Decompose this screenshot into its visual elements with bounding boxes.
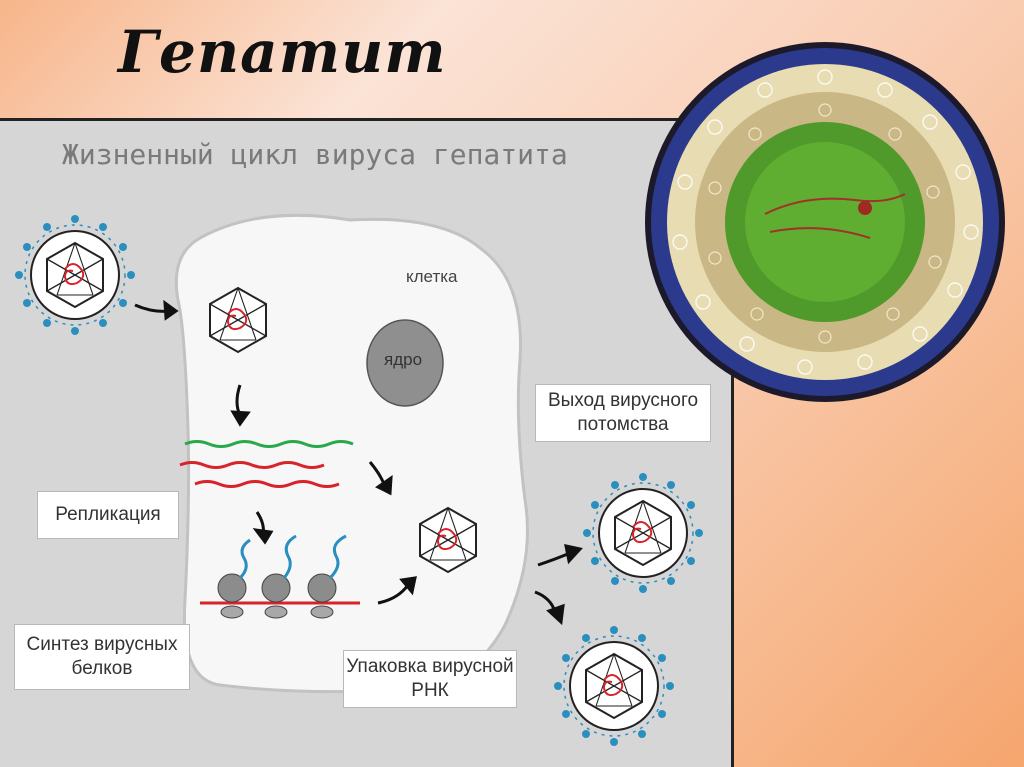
cell-membrane xyxy=(174,213,529,694)
rna-strand-red xyxy=(194,480,340,488)
ribosome xyxy=(217,538,251,619)
rna-strand-red xyxy=(179,461,325,469)
protein-synthesis-label: Синтез вирусных белков xyxy=(14,624,190,690)
incoming-virion xyxy=(15,215,135,335)
rna-strand-green xyxy=(184,440,354,448)
process-arrows xyxy=(134,299,583,626)
ribosome xyxy=(261,534,297,619)
nucleus xyxy=(366,319,444,407)
slide-title: Гепатит xyxy=(118,18,447,86)
hepatitis-virus-illustration xyxy=(645,42,1005,402)
diagram-title: Жизненный цикл вируса гепатита xyxy=(62,138,568,171)
virus-exit-label: Выход вирусного потомства xyxy=(535,384,711,442)
cell-label: клетка xyxy=(406,267,458,286)
progeny-virion xyxy=(554,626,674,746)
nucleus-label: ядро xyxy=(384,350,423,369)
rna-packaging-label: Упаковка вирусной РНК xyxy=(343,650,517,708)
replication-label: Репликация xyxy=(37,491,179,539)
progeny-virion xyxy=(583,473,703,593)
ribosome xyxy=(307,534,347,619)
